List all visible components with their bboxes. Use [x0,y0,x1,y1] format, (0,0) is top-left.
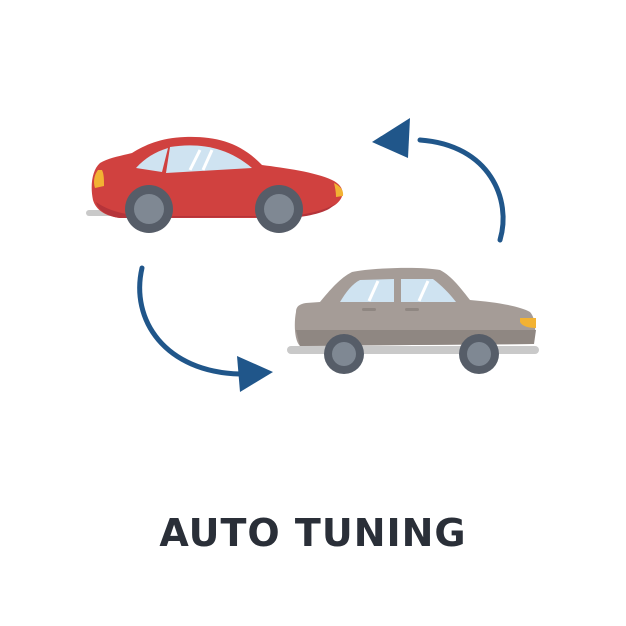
sedan-headlight [520,318,536,328]
sedan-window-rear [340,279,394,302]
sports-car-window-rear [136,148,168,172]
caption-title: AUTO TUNING [159,511,467,555]
wheel-rim [467,342,491,366]
window-glint [417,280,430,302]
arrowhead-top-right [372,118,410,158]
circular-arrows-icon [137,118,506,392]
sports-car-headlight [334,183,344,197]
sports-car-icon [86,136,344,233]
wheel-rim [332,342,356,366]
sedan-car-icon [287,267,539,374]
sports-car-lower-shade [96,202,335,218]
arrow-top-right [417,137,506,243]
arrow-bottom-left [137,265,243,377]
sedan-door-handle [405,308,419,311]
sedan-door-handle [362,308,376,311]
window-glint [367,280,380,302]
wheel-rim [134,194,164,224]
sedan-window-front [401,279,456,302]
window-glint [188,149,202,171]
wheel-rim [264,194,294,224]
window-glint [201,149,214,171]
arrowhead-bottom-left [237,356,273,392]
sports-car-taillight [94,170,104,188]
